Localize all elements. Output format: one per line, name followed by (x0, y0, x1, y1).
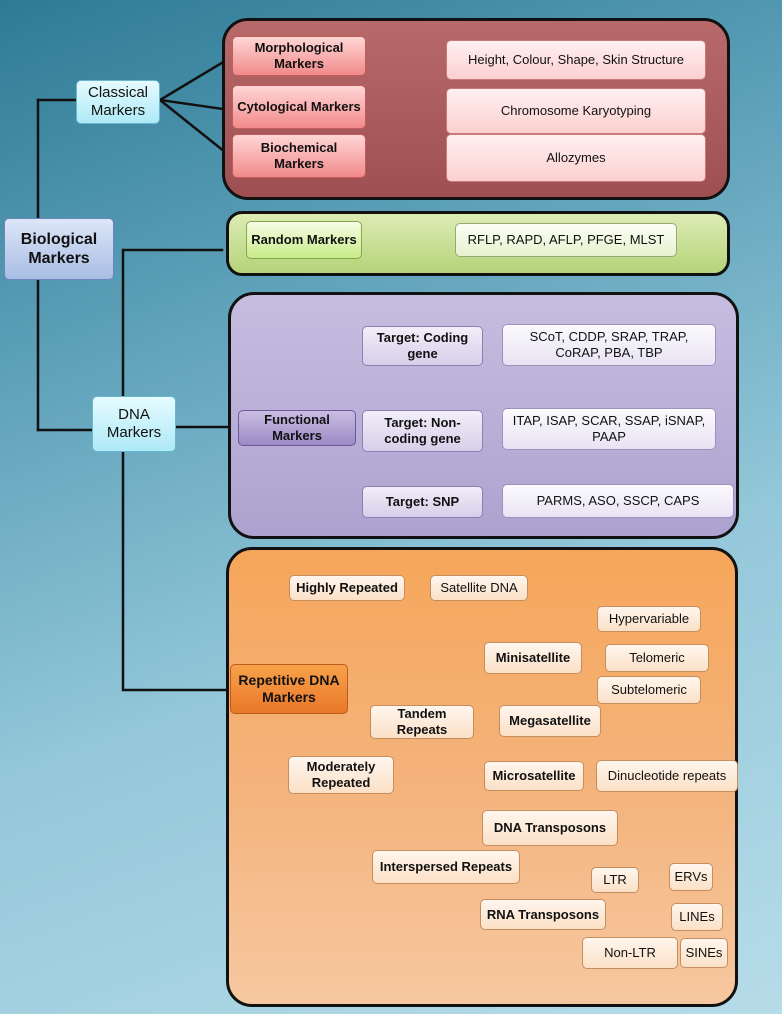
node-megasatellite: Megasatellite (499, 705, 601, 737)
node-interspersed-repeats: Interspersed Repeats (372, 850, 520, 884)
node-functional-markers: Functional Markers (238, 410, 356, 446)
node-target-snp-examples: PARMS, ASO, SSCP, CAPS (502, 484, 734, 518)
node-target-coding: Target: Coding gene (362, 326, 483, 366)
node-morphological-markers: Morphological Markers (232, 36, 366, 76)
node-lines: LINEs (671, 903, 723, 931)
node-cytological-example: Chromosome Karyotyping (446, 88, 706, 134)
node-subtelomeric: Subtelomeric (597, 676, 701, 704)
node-target-noncoding: Target: Non-coding gene (362, 410, 483, 452)
node-dinucleotide-repeats: Dinucleotide repeats (596, 760, 738, 792)
node-telomeric: Telomeric (605, 644, 709, 672)
node-hypervariable: Hypervariable (597, 606, 701, 632)
node-highly-repeated: Highly Repeated (289, 575, 405, 601)
node-sines: SINEs (680, 938, 728, 968)
node-dna-markers: DNA Markers (92, 396, 176, 452)
node-target-coding-examples: SCoT, CDDP, SRAP, TRAP, CoRAP, PBA, TBP (502, 324, 716, 366)
node-non-ltr: Non-LTR (582, 937, 678, 969)
node-biological-markers: Biological Markers (4, 218, 114, 280)
node-morphological-example: Height, Colour, Shape, Skin Structure (446, 40, 706, 80)
node-repetitive-dna-markers: Repetitive DNA Markers (230, 664, 348, 714)
node-dna-transposons: DNA Transposons (482, 810, 618, 846)
node-target-snp: Target: SNP (362, 486, 483, 518)
node-moderately-repeated: Moderately Repeated (288, 756, 394, 794)
node-biochemical-markers: Biochemical Markers (232, 134, 366, 178)
node-ltr: LTR (591, 867, 639, 893)
node-microsatellite: Microsatellite (484, 761, 584, 791)
node-biochemical-example: Allozymes (446, 134, 706, 182)
node-satellite-dna: Satellite DNA (430, 575, 528, 601)
node-random-examples: RFLP, RAPD, AFLP, PFGE, MLST (455, 223, 677, 257)
node-classical-markers: Classical Markers (76, 80, 160, 124)
node-rna-transposons: RNA Transposons (480, 899, 606, 930)
node-ervs: ERVs (669, 863, 713, 891)
node-cytological-markers: Cytological Markers (232, 85, 366, 129)
node-random-markers: Random Markers (246, 221, 362, 259)
node-minisatellite: Minisatellite (484, 642, 582, 674)
node-target-noncoding-examples: ITAP, ISAP, SCAR, SSAP, iSNAP, PAAP (502, 408, 716, 450)
node-tandem-repeats: Tandem Repeats (370, 705, 474, 739)
